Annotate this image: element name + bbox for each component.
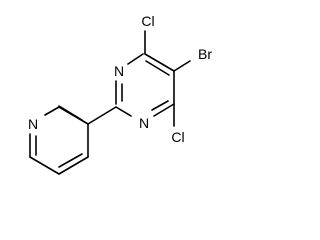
bond-c5-br [173, 60, 191, 72]
bond-c2-pyridine [87, 106, 117, 125]
atom-n-pyridine-label: N [28, 116, 38, 132]
atom-cl-upper-label: Cl [141, 13, 154, 29]
atom-cl-lower-label: Cl [171, 129, 184, 145]
bond-n1-c2 [115, 106, 132, 117]
atom-n-upper-label: N [114, 63, 124, 79]
bond-c6-n1 [153, 103, 175, 117]
atom-n-lower-label: N [139, 115, 149, 131]
bond-py-c3-c2-inner [58, 105, 83, 121]
bond-py-c5-c4-inner [58, 153, 83, 168]
chemical-structure: N N N Cl Cl Br [28, 13, 212, 175]
bond-c4-c5 [144, 53, 175, 72]
bond-py-c2-n [44, 106, 60, 116]
bond-py-c5-c4 [58, 156, 89, 175]
bond-py-c6-c5 [29, 156, 60, 175]
pyrimidine-ring [115, 53, 175, 117]
bond-c4-n3 [127, 53, 144, 65]
bond-c4-c5-inner [145, 60, 170, 76]
bond-c6-n1-inner [151, 100, 169, 111]
atom-br-label: Br [198, 46, 212, 62]
pyridine-ring [29, 105, 89, 175]
